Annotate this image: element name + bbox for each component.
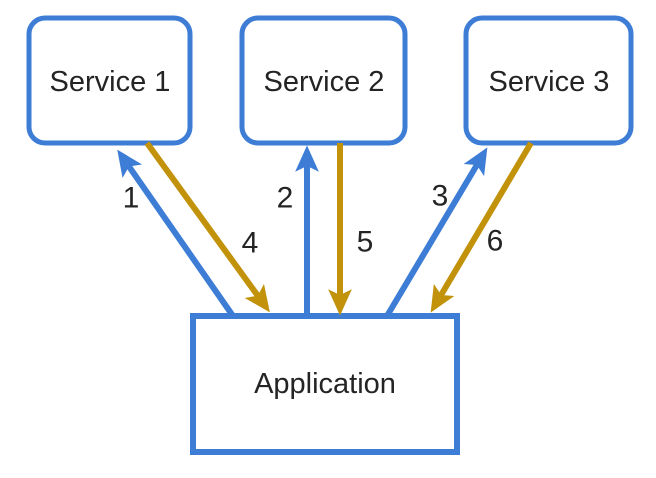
edge-label-5: 5 xyxy=(357,226,374,259)
node-box-service3 xyxy=(463,15,634,146)
edge-label-6: 6 xyxy=(487,225,504,258)
edge-arrow-6 xyxy=(430,141,534,313)
node-box-application xyxy=(190,313,460,455)
edge-label-2: 2 xyxy=(277,182,294,215)
node-box-service1 xyxy=(26,15,193,146)
edge-label-3: 3 xyxy=(432,180,449,213)
node-box-service2 xyxy=(239,15,408,146)
edge-label-1: 1 xyxy=(123,182,140,215)
node-label-service2: Service 2 xyxy=(264,66,385,98)
edge-arrow-4 xyxy=(144,141,270,313)
edge-arrow-3 xyxy=(384,147,488,318)
node-label-service1: Service 1 xyxy=(50,66,171,98)
edge-label-4: 4 xyxy=(242,227,259,260)
edge-arrow-1 xyxy=(117,149,236,318)
node-label-application: Application xyxy=(254,368,396,400)
node-label-service3: Service 3 xyxy=(489,66,610,98)
